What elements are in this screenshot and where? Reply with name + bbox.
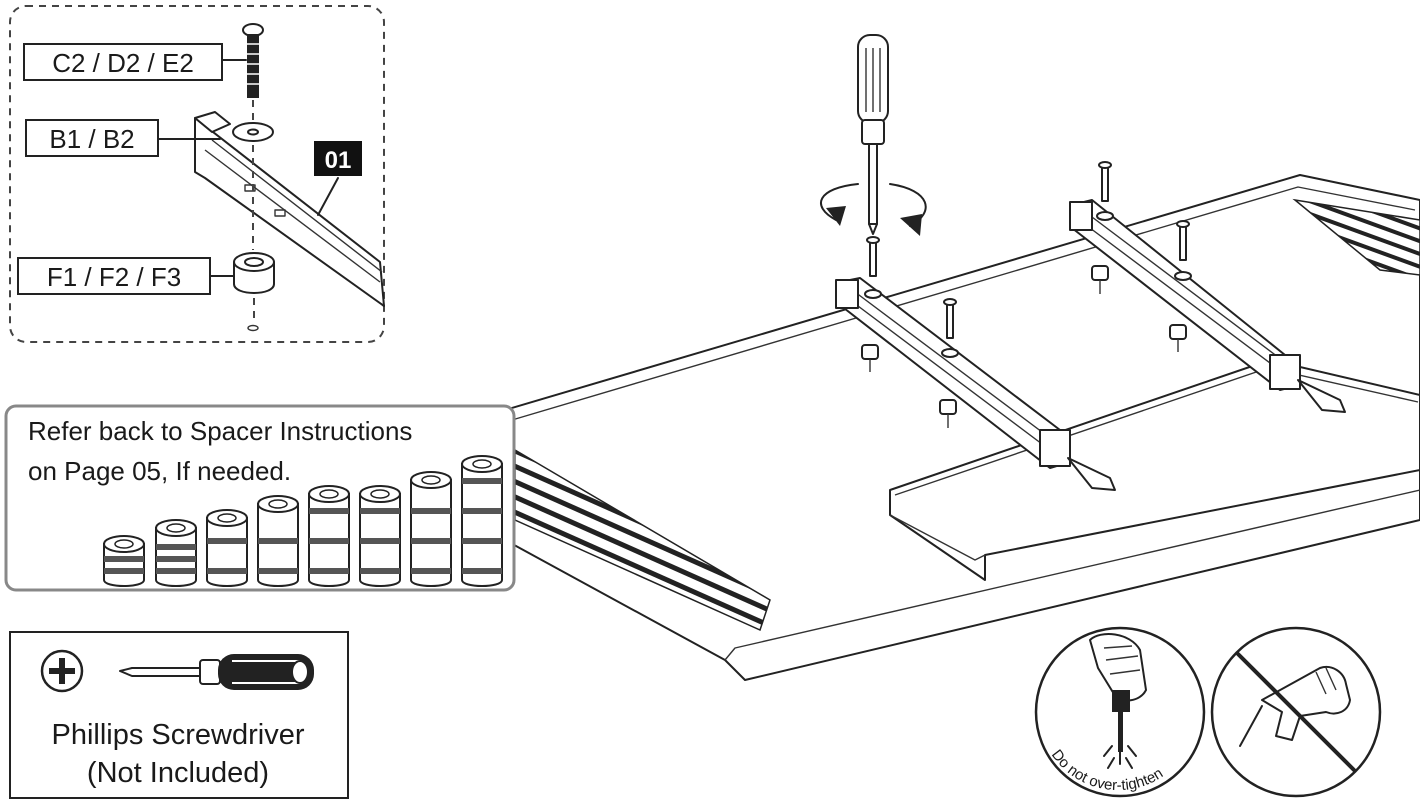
spacer-right-2: [1169, 324, 1187, 352]
screw-set-left-top: [864, 236, 882, 299]
svg-text:F1 / F2 / F3: F1 / F2 / F3: [47, 262, 181, 292]
tv-back-panel: [504, 174, 1420, 681]
label-screw: C2 / D2 / E2: [23, 43, 223, 81]
spacer-size-1: [103, 535, 145, 587]
spacer-size-4: [257, 495, 299, 587]
spacer-size-5: [308, 485, 350, 587]
spacer-size-6: [359, 485, 401, 587]
spacer-right-1: [1091, 265, 1109, 294]
tool-box: Phillips Screwdriver (Not Included): [9, 631, 349, 799]
svg-text:C2 / D2 / E2: C2 / D2 / E2: [52, 48, 194, 78]
mounting-bracket-left: [835, 277, 1116, 491]
svg-text:01: 01: [325, 147, 352, 174]
tool-name: Phillips Screwdriver: [51, 719, 304, 751]
spacer-size-3: [206, 509, 248, 587]
screw-set-right-mid: [1174, 220, 1192, 281]
spacer-note-line1: Refer back to Spacer Instructions: [28, 416, 412, 446]
spacer-size-7: [410, 471, 452, 587]
screw-set-right-top: [1096, 161, 1114, 221]
screw-detail: [242, 23, 264, 98]
label-washer: B1 / B2: [25, 119, 159, 157]
spacer-size-row: [103, 455, 503, 587]
spacer-note-box: Refer back to Spacer Instructions on Pag…: [4, 404, 516, 592]
screwdriver-tightening: [857, 34, 889, 235]
spacer-size-8: [461, 455, 503, 587]
spacer-size-2: [155, 519, 197, 587]
detail-inset: [9, 5, 385, 343]
hand-screwdriver-icon: Do not over-tighten: [1034, 626, 1206, 798]
tool-note: (Not Included): [87, 757, 269, 789]
label-part-number: 01: [314, 141, 362, 176]
washer-detail: [232, 122, 274, 142]
spacer-left-1: [861, 344, 879, 372]
power-drill-prohibited-icon: [1210, 626, 1382, 798]
screw-set-left-mid: [941, 298, 959, 358]
spacer-note-line2: on Page 05, If needed.: [28, 456, 291, 486]
label-spacer: F1 / F2 / F3: [17, 257, 211, 295]
vent-grille-right: [1292, 198, 1420, 276]
spacer-left-2: [939, 399, 957, 428]
mounting-bracket-right: [1069, 199, 1346, 413]
svg-text:B1 / B2: B1 / B2: [49, 124, 134, 154]
rotation-arrow-icon: [820, 183, 927, 236]
spacer-detail: [233, 252, 275, 294]
screwdriver-icon: [119, 654, 314, 690]
phillips-head-icon: [40, 649, 84, 693]
